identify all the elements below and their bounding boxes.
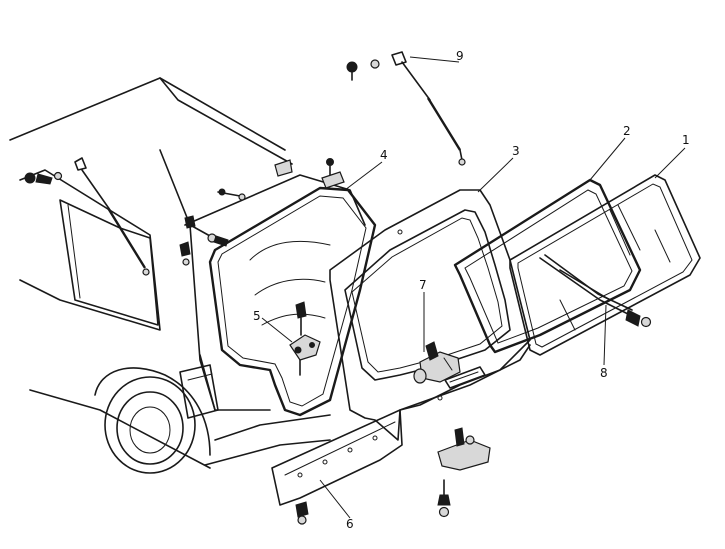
callout-9: 9 xyxy=(456,49,464,63)
weatherstrip-part-2 xyxy=(453,178,642,354)
callout-3: 3 xyxy=(512,144,520,158)
leader-lines xyxy=(261,56,686,519)
callout-6: 6 xyxy=(346,517,354,531)
callout-8: 8 xyxy=(600,366,608,380)
callout-1: 1 xyxy=(682,133,690,147)
weatherstrip-part-4 xyxy=(208,186,377,417)
glass-part-1 xyxy=(509,174,701,356)
car-body xyxy=(9,77,366,474)
lock-assembly xyxy=(437,427,491,518)
hinge-hardware xyxy=(179,158,345,266)
garnish-panel-part-6 xyxy=(271,409,403,525)
wiper-arm-part-8 xyxy=(539,254,652,328)
gas-strut-part-9 xyxy=(346,51,466,166)
latch-part-5 xyxy=(289,301,321,376)
gas-strut-left xyxy=(24,157,150,276)
callout-7: 7 xyxy=(419,278,427,292)
callout-4: 4 xyxy=(380,148,388,162)
callout-2: 2 xyxy=(623,124,631,138)
callout-labels: 1 2 3 4 5 6 7 8 9 xyxy=(253,49,690,531)
tailgate-panel-part-3 xyxy=(329,189,531,441)
callout-5: 5 xyxy=(253,309,261,323)
wiper-motor-part-7 xyxy=(413,341,461,384)
